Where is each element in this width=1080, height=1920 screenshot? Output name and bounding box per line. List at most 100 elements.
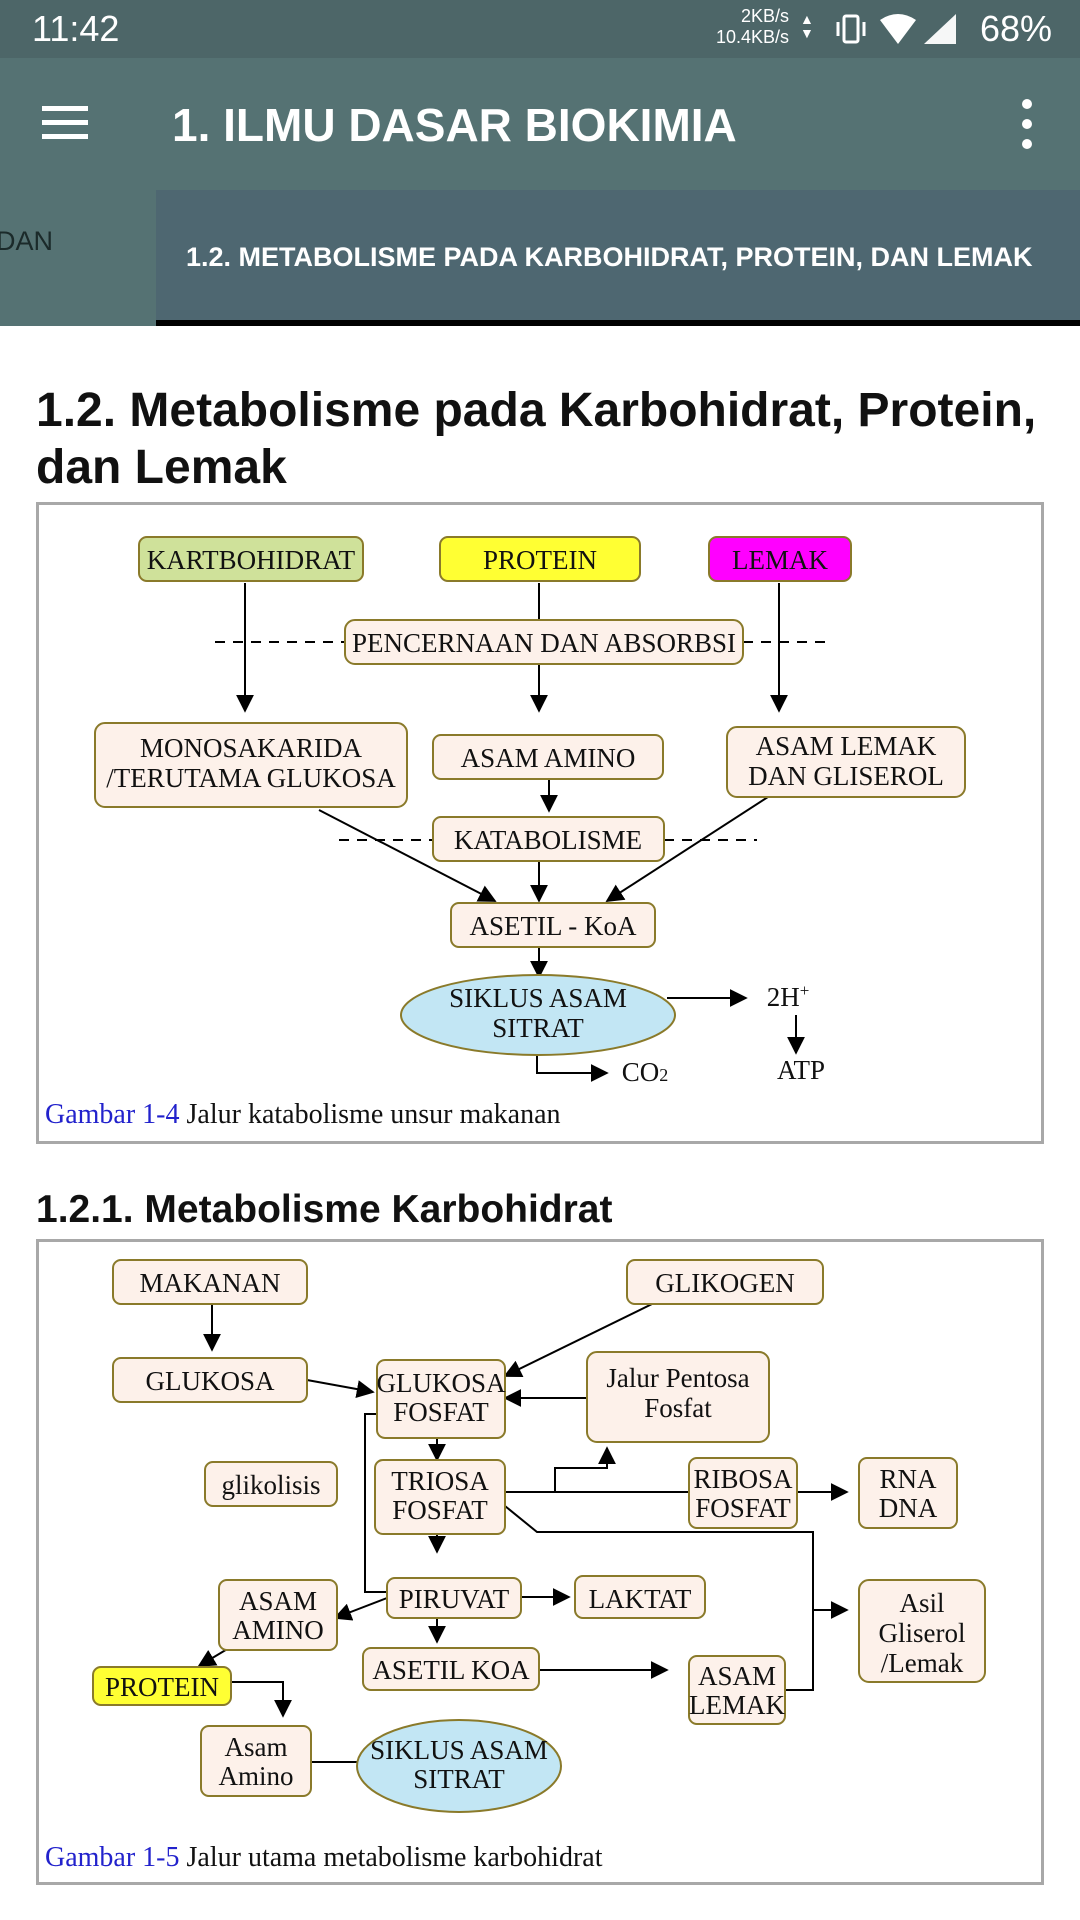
- label-pentosa-1: Jalur Pentosa: [606, 1363, 749, 1393]
- node-piruvat: [386, 1577, 522, 1619]
- label-co2-sub: 2: [659, 1065, 668, 1085]
- label-protein: PROTEIN: [105, 1672, 219, 1702]
- node-makanan: [112, 1259, 308, 1305]
- label-asetil-koa: ASETIL KOA: [372, 1655, 530, 1685]
- label-glukosa-fosfat-2: FOSFAT: [393, 1397, 489, 1427]
- label-amino-small-2: Amino: [218, 1761, 293, 1791]
- label-asil-1: Asil: [899, 1588, 944, 1618]
- node-glukosa-fosfat: [376, 1359, 506, 1439]
- figure2-caption: Gambar 1-5 Jalur utama metabolisme karbo…: [45, 1842, 603, 1874]
- node-karbohidrat: [138, 536, 364, 582]
- label-rna: RNA: [879, 1464, 937, 1494]
- label-2h: 2H: [767, 982, 800, 1012]
- label-siklus-2: SITRAT: [492, 1013, 584, 1043]
- label-glukosa-fosfat-1: GLUKOSA: [376, 1368, 506, 1398]
- label-asetil: ASETIL - KoA: [470, 911, 637, 941]
- svg-text:CO2: CO2: [622, 1057, 669, 1087]
- status-icons: [836, 14, 956, 44]
- tab-indicator: [156, 320, 1080, 326]
- battery-level: 68%: [980, 8, 1053, 49]
- signal-icon: [924, 14, 956, 44]
- node-pentosa: [586, 1351, 770, 1443]
- label-monosakarida-1: MONOSAKARIDA: [140, 733, 363, 763]
- label-pentosa-2: Fosfat: [644, 1393, 712, 1423]
- label-siklus-1: SIKLUS ASAM: [449, 983, 627, 1013]
- figure2-ref[interactable]: Gambar 1-5: [45, 1842, 180, 1873]
- label-asam-lemak-1: ASAM LEMAK: [756, 731, 937, 761]
- label-asil-2: Gliserol: [879, 1618, 966, 1648]
- label-lemak: LEMAK: [732, 545, 828, 575]
- tab-active-label: 1.2. METABOLISME PADA KARBOHIDRAT, PROTE…: [186, 242, 1033, 272]
- node-lemak: [708, 536, 852, 582]
- node-rna-dna: [858, 1457, 958, 1529]
- label-atp: ATP: [777, 1055, 825, 1085]
- label-katabolisme: KATABOLISME: [454, 825, 642, 855]
- node-asam-lemak: [688, 1655, 786, 1725]
- catabolism-diagram: KARTBOHIDRAT PROTEIN LEMAK PENCERNAAN DA…: [94, 536, 966, 1087]
- node-asil: [858, 1579, 986, 1683]
- figure-carb-metabolism: MAKANAN GLIKOGEN GLUKOSA GLUKOSA FOSFAT …: [36, 1239, 1044, 1885]
- label-dna: DNA: [879, 1493, 938, 1523]
- label-pencernaan: PENCERNAAN DAN ABSORBSI: [352, 628, 736, 658]
- label-glikolisis: glikolisis: [221, 1470, 320, 1500]
- article-heading: 1.2. Metabolisme pada Karbohidrat, Prote…: [36, 384, 1037, 494]
- tab-previous[interactable]: DAN: [0, 190, 156, 326]
- label-asam-amino: ASAM AMINO: [461, 743, 636, 773]
- label-triosa-1: TRIOSA: [391, 1466, 489, 1496]
- node-glukosa: [112, 1357, 308, 1403]
- node-asam-amino: [432, 734, 664, 780]
- label-laktat: LAKTAT: [589, 1584, 692, 1614]
- data-arrows-icon: ▲▼: [800, 11, 814, 41]
- label-triosa-2: FOSFAT: [392, 1495, 488, 1525]
- node-asetil-koa: [450, 902, 656, 948]
- node-protein: [92, 1666, 232, 1706]
- chapter-tabs: DAN 1.2. METABOLISME PADA KARBOHIDRAT, P…: [0, 190, 1080, 326]
- status-time: 11:42: [32, 8, 120, 49]
- label-karbohidrat: KARTBOHIDRAT: [147, 545, 356, 575]
- label-asam-lemak-2: DAN GLISEROL: [748, 761, 944, 791]
- label-asam-lemak-1: ASAM: [698, 1661, 776, 1691]
- label-ribosa-2: FOSFAT: [695, 1493, 791, 1523]
- figure1-ref[interactable]: Gambar 1-4: [45, 1099, 180, 1130]
- label-co2: CO: [622, 1057, 660, 1087]
- figure1-caption-text: Jalur katabolisme unsur makanan: [179, 1099, 561, 1130]
- node-asam-amino: [218, 1579, 338, 1651]
- label-siklus-2: SITRAT: [413, 1764, 505, 1794]
- label-amino-small-1: Asam: [225, 1732, 288, 1762]
- carb-metabolism-diagram: MAKANAN GLIKOGEN GLUKOSA GLUKOSA FOSFAT …: [92, 1259, 986, 1813]
- label-siklus-1: SIKLUS ASAM: [370, 1735, 548, 1765]
- node-siklus: [400, 974, 676, 1056]
- figure1-caption: Gambar 1-4 Jalur katabolisme unsur makan…: [45, 1099, 561, 1131]
- menu-icon[interactable]: [40, 102, 90, 142]
- node-asam-lemak: [726, 726, 966, 798]
- label-asam-lemak-2: LEMAK: [689, 1690, 785, 1720]
- figure2-caption-text: Jalur utama metabolisme karbohidrat: [179, 1842, 603, 1873]
- label-piruvat: PIRUVAT: [399, 1584, 510, 1614]
- tab-previous-label: DAN: [0, 226, 54, 256]
- node-amino-small: [200, 1725, 312, 1797]
- node-pencernaan: [344, 619, 744, 665]
- node-glikolisis: [204, 1461, 338, 1507]
- label-2h-plus: +: [800, 981, 810, 1000]
- wifi-icon: [880, 14, 916, 44]
- more-options-icon[interactable]: [1012, 98, 1042, 150]
- label-asil-3: /Lemak: [881, 1648, 964, 1678]
- label-asam-amino-1: ASAM: [239, 1586, 317, 1616]
- tab-active[interactable]: 1.2. METABOLISME PADA KARBOHIDRAT, PROTE…: [156, 190, 1080, 326]
- label-monosakarida-2: /TERUTAMA GLUKOSA: [106, 763, 396, 793]
- node-katabolisme: [432, 816, 665, 862]
- node-protein: [439, 536, 641, 582]
- node-siklus: [356, 1719, 562, 1813]
- section-heading: 1.2.1. Metabolisme Karbohidrat: [36, 1188, 613, 1231]
- node-laktat: [574, 1575, 706, 1619]
- label-glukosa: GLUKOSA: [145, 1366, 275, 1396]
- node-asetil-koa: [362, 1647, 540, 1691]
- label-ribosa-1: RIBOSA: [693, 1464, 793, 1494]
- app-title: 1. ILMU DASAR BIOKIMIA: [172, 99, 737, 151]
- svg-text:2H+: 2H+: [767, 981, 810, 1012]
- node-glikogen: [626, 1259, 824, 1305]
- node-monosakarida: [94, 722, 408, 808]
- label-asam-amino-2: AMINO: [232, 1615, 324, 1645]
- node-ribosa: [688, 1457, 798, 1529]
- figure-catabolism: KARTBOHIDRAT PROTEIN LEMAK PENCERNAAN DA…: [36, 502, 1044, 1144]
